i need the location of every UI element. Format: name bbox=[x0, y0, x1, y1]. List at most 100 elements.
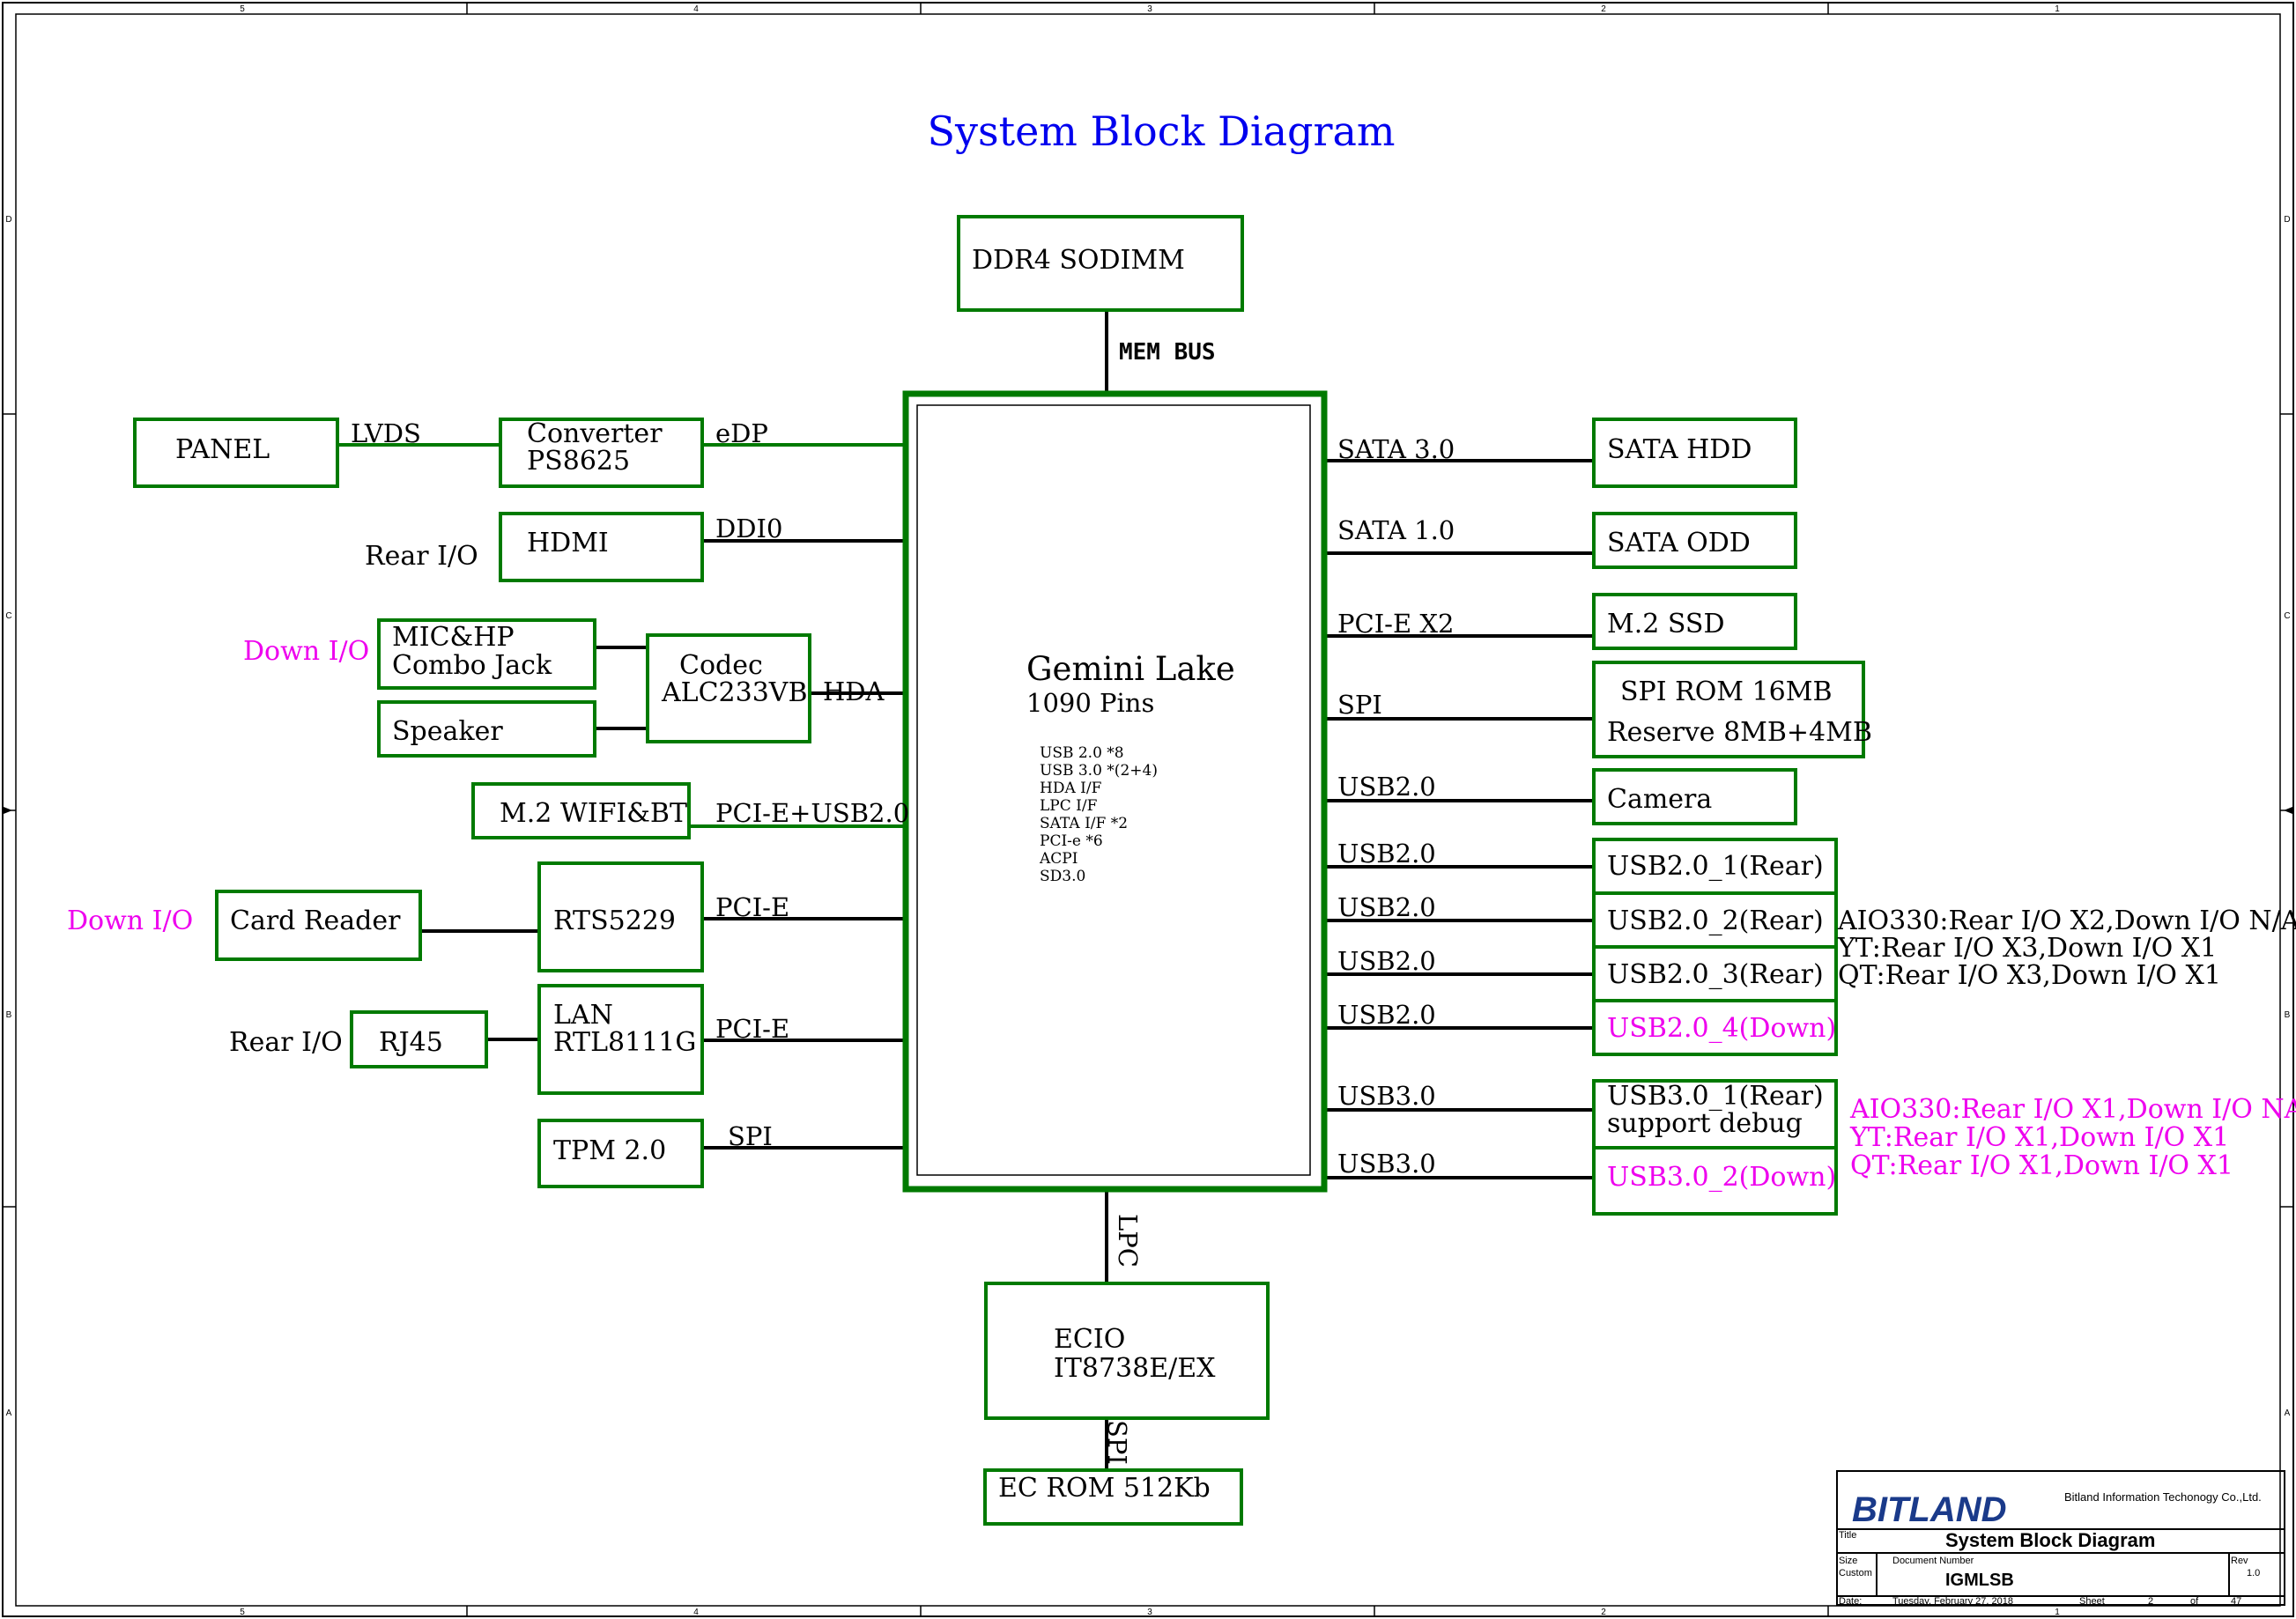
sata1-label: SATA 1.0 bbox=[1337, 515, 1455, 545]
rj45-block bbox=[350, 1010, 488, 1068]
codec-label: Codec bbox=[679, 650, 763, 681]
rev-field-label: Rev bbox=[2231, 1556, 2248, 1566]
panel-block bbox=[133, 418, 339, 488]
usb20-bus-label: USB2.0 bbox=[1337, 839, 1436, 869]
tpm-block bbox=[537, 1119, 704, 1188]
date-value: Tuesday, February 27, 2018 bbox=[1892, 1596, 2013, 1607]
title-block-title: System Block Diagram bbox=[1945, 1529, 2155, 1551]
codec-part-label: ALC233VB bbox=[661, 677, 808, 708]
cpu-pins: 1090 Pins bbox=[1026, 688, 1154, 718]
frame-row-label: B bbox=[6, 1010, 12, 1020]
codec-block bbox=[646, 633, 811, 743]
frame-row-label: C bbox=[5, 611, 11, 621]
frame-col-label: 2 bbox=[1601, 4, 1606, 14]
down-io-card-note: Down I/O bbox=[67, 906, 193, 936]
pcie-lan-label: PCI-E bbox=[715, 1014, 789, 1044]
frame-col-label: 5 bbox=[240, 1608, 245, 1617]
ecio-part-label: IT8738E/EX bbox=[1054, 1353, 1216, 1384]
of-label: of bbox=[2190, 1596, 2199, 1607]
frame-col-label: 3 bbox=[1147, 1608, 1152, 1617]
usb3-port-note: QT:Rear I/O X1,Down I/O X1 bbox=[1850, 1150, 2233, 1181]
usb2-port-note: YT:Rear I/O X3,Down I/O X1 bbox=[1837, 933, 2217, 964]
cpu-name: Gemini Lake bbox=[1026, 650, 1235, 688]
usb30-debug-label: support debug bbox=[1607, 1108, 1803, 1139]
frame-row-label: B bbox=[2285, 1010, 2291, 1020]
size-field-label: Size bbox=[1839, 1556, 1857, 1566]
ec-rom-label: EC ROM 512Kb bbox=[998, 1473, 1211, 1504]
cpu-gemini-lake: Gemini Lake 1090 Pins USB 2.0 *8 USB 3.0… bbox=[902, 390, 1328, 1193]
mic-label: MIC&HP bbox=[392, 622, 515, 653]
m2-ssd-label: M.2 SSD bbox=[1607, 609, 1725, 639]
company-name: Bitland Information Techonogy Co.,Ltd. bbox=[2064, 1490, 2262, 1504]
bitland-logo: BITLAND bbox=[1852, 1490, 2007, 1529]
camera-block bbox=[1592, 768, 1797, 825]
spi-rom-block bbox=[1592, 661, 1865, 758]
hdmi-label: HDMI bbox=[527, 528, 609, 558]
usb3-port-note: YT:Rear I/O X1,Down I/O X1 bbox=[1849, 1122, 2229, 1153]
converter-part-label: PS8625 bbox=[527, 446, 630, 477]
usb20-2-label: USB2.0_2(Rear) bbox=[1607, 906, 1824, 936]
converter-block bbox=[499, 418, 704, 488]
m2-ssd-block bbox=[1592, 593, 1797, 650]
ddr4-label: DDR4 SODIMM bbox=[972, 245, 1185, 276]
frame-row-label: A bbox=[6, 1408, 12, 1418]
down-io-mic-note: Down I/O bbox=[243, 636, 369, 667]
frame-row-label: D bbox=[2284, 215, 2290, 225]
spi-rom-reserve-label: Reserve 8MB+4MB bbox=[1607, 717, 1872, 748]
frame-col-label: 5 bbox=[240, 4, 245, 14]
lvds-label: LVDS bbox=[351, 418, 421, 448]
usb2-port-note: AIO330:Rear I/O X2,Down I/O N/A bbox=[1837, 906, 2296, 936]
sheet-field-label: Sheet bbox=[2079, 1596, 2105, 1607]
usb20-bus-label: USB2.0 bbox=[1337, 1000, 1436, 1030]
lpc-label: LPC bbox=[1113, 1214, 1143, 1268]
usb30-1-label: USB3.0_1(Rear) bbox=[1607, 1081, 1824, 1112]
frame-col-label: 1 bbox=[2055, 1608, 2060, 1617]
sheet-total: 47 bbox=[2231, 1596, 2241, 1607]
ecio-label: ECIO bbox=[1054, 1324, 1125, 1355]
frame-row-label: C bbox=[2284, 611, 2290, 621]
frame-row-label: A bbox=[2285, 1408, 2291, 1418]
usb20-bus-label: USB2.0 bbox=[1337, 892, 1436, 922]
title-field-label: Title bbox=[1839, 1530, 1856, 1541]
ecio-block bbox=[984, 1282, 1270, 1420]
ddr4-block bbox=[957, 215, 1244, 312]
usb30-bus-label: USB3.0 bbox=[1337, 1149, 1436, 1179]
usb2-port-note: QT:Rear I/O X3,Down I/O X1 bbox=[1838, 960, 2221, 991]
m2-wifi-bt-block bbox=[471, 782, 691, 839]
sata3-label: SATA 3.0 bbox=[1337, 434, 1455, 464]
date-field-label: Date: bbox=[1839, 1596, 1862, 1607]
sata-odd-label: SATA ODD bbox=[1607, 528, 1751, 558]
cpu-feature: LPC I/F bbox=[1040, 797, 1098, 815]
sata-hdd-block bbox=[1592, 418, 1797, 488]
combo-jack-label: Combo Jack bbox=[392, 650, 552, 681]
usb20-4-block bbox=[1592, 999, 1838, 1056]
cpu-feature: SATA I/F *2 bbox=[1040, 815, 1128, 832]
rear-io-rj45-note: Rear I/O bbox=[229, 1027, 343, 1058]
rear-io-hdmi-note: Rear I/O bbox=[365, 541, 478, 572]
cpu-feature: USB 3.0 *(2+4) bbox=[1040, 762, 1158, 780]
card-reader-block bbox=[215, 890, 422, 961]
lan-label: LAN bbox=[553, 1000, 613, 1031]
frame-col-label: 4 bbox=[693, 4, 699, 14]
spi-rom-label: SPI ROM 16MB bbox=[1620, 676, 1833, 707]
document-number: IGMLSB bbox=[1945, 1571, 2014, 1590]
usb30-2-label: USB3.0_2(Down) bbox=[1607, 1162, 1836, 1193]
hda-label: HDA bbox=[823, 676, 885, 706]
pcie-usb-label: PCI-E+USB2.0 bbox=[715, 798, 909, 828]
pcie-x2-label: PCI-E X2 bbox=[1337, 609, 1454, 639]
lan-block bbox=[537, 984, 704, 1095]
cpu-feature: ACPI bbox=[1039, 850, 1078, 868]
frame-col-label: 1 bbox=[2055, 4, 2060, 14]
sata-odd-block bbox=[1592, 512, 1797, 569]
speaker-label: Speaker bbox=[392, 716, 503, 747]
ddi0-label: DDI0 bbox=[715, 514, 782, 543]
frame-arrow-marks bbox=[4, 807, 2292, 814]
frame-col-label: 3 bbox=[1147, 4, 1152, 14]
frame-row-label: D bbox=[5, 215, 11, 225]
usb20-bus-label: USB2.0 bbox=[1337, 946, 1436, 976]
cpu-feature: PCI-e *6 bbox=[1040, 832, 1103, 850]
sheet-number: 2 bbox=[2148, 1596, 2153, 1607]
spi-tpm-label: SPI bbox=[728, 1121, 773, 1151]
revision: 1.0 bbox=[2247, 1568, 2260, 1578]
